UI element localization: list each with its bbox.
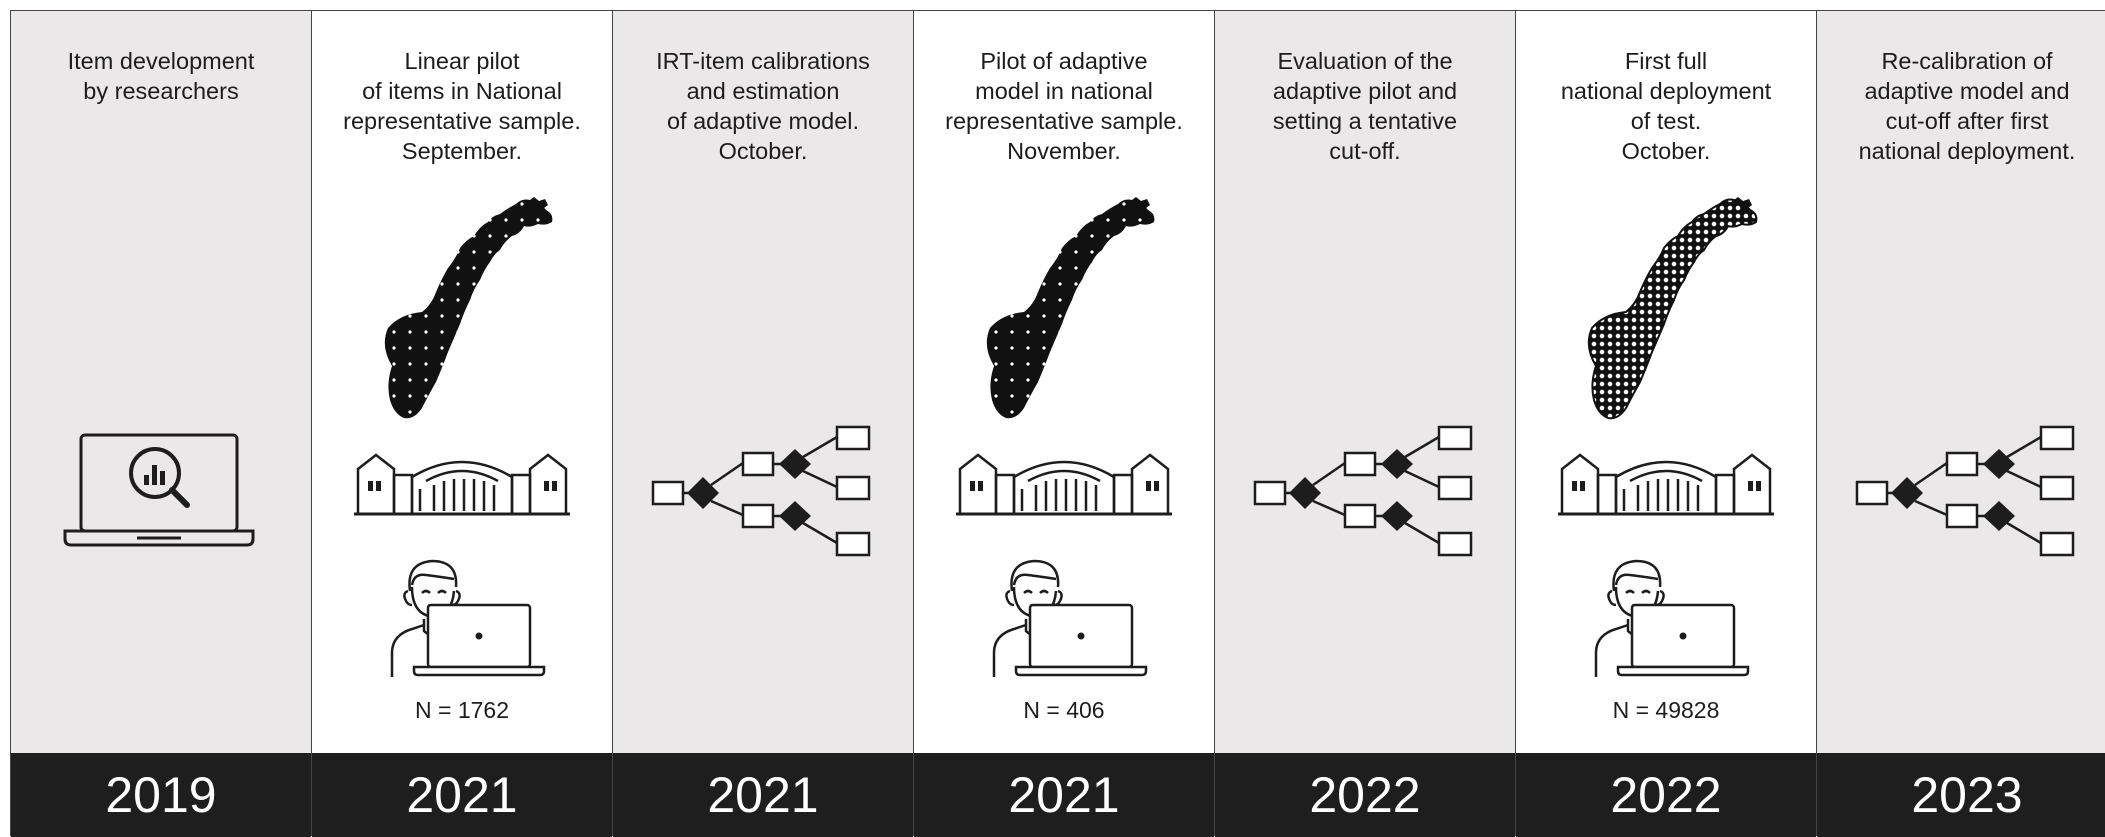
step-description: IRT-item calibrations and estimation of … [656,48,870,164]
timeline-step-4: Pilot of adaptive model in national repr… [913,10,1214,837]
step-description: First full national deployment of test. … [1560,48,1772,164]
step-description: Pilot of adaptive model in national repr… [945,48,1183,164]
adaptive-model-flowchart-icon [1253,425,1473,557]
student-laptop-icon [1594,559,1750,679]
norway-map-icon [972,196,1162,424]
student-laptop-icon [992,559,1148,679]
school-building-icon [956,453,1172,516]
school-building-icon [354,453,570,516]
norway-map-icon [370,196,560,424]
year-label: 2021 [613,753,913,837]
step-description: Item development by researchers [67,48,255,104]
school-building-icon [1558,453,1774,516]
step-description: Evaluation of the adaptive pilot and set… [1272,48,1458,164]
sample-size: N = 49828 [1612,697,1720,723]
year-label: 2019 [11,753,311,837]
adaptive-model-flowchart-icon [1855,425,2075,557]
norway-map-icon [1574,196,1764,424]
year-label: 2022 [1215,753,1515,837]
timeline-step-2: Linear pilot of items in National repres… [311,10,612,837]
timeline-step-6: First full national deployment of test. … [1515,10,1816,837]
timeline-step-3: IRT-item calibrations and estimation of … [612,10,913,837]
sample-size: N = 406 [1023,697,1105,723]
adaptive-model-flowchart-icon [651,425,871,557]
year-label: 2022 [1516,753,1816,837]
step-description: Re-calibration of adaptive model and cut… [1858,48,2076,164]
sample-size: N = 1762 [415,697,509,723]
timeline-step-5: Evaluation of the adaptive pilot and set… [1214,10,1515,837]
year-label: 2021 [312,753,612,837]
year-label: 2021 [914,753,1214,837]
timeline-step-1: Item development by researchers 2019 [10,10,311,837]
laptop-search-icon [63,433,255,547]
timeline-step-7: Re-calibration of adaptive model and cut… [1816,10,2105,837]
step-description: Linear pilot of items in National repres… [343,48,581,164]
year-label: 2023 [1817,753,2105,837]
timeline: Item development by researchers 2019 Lin… [10,10,2105,837]
student-laptop-icon [390,559,546,679]
